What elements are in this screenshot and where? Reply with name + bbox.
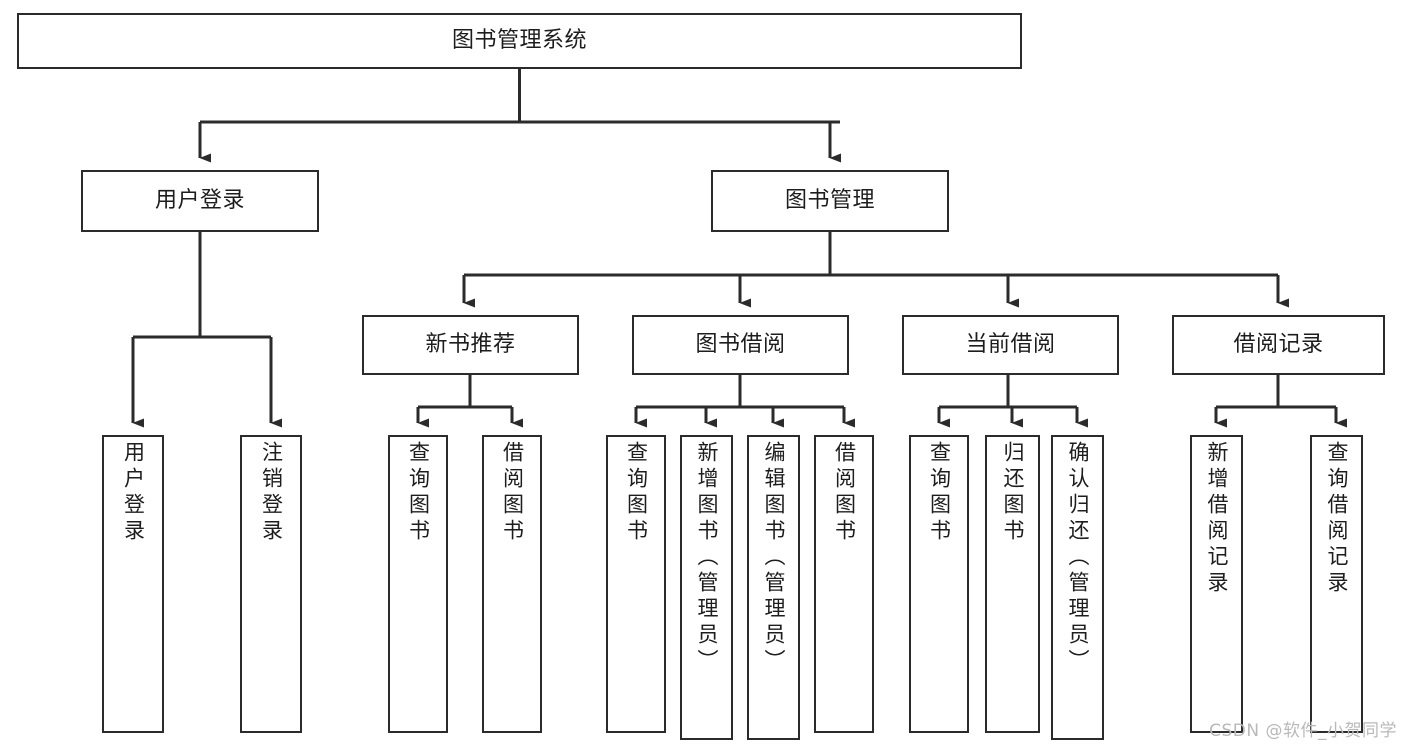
node-root[interactable]: 图书管理系统 — [17, 13, 1022, 69]
node-current-borrow-label: 当前借阅 — [965, 332, 1056, 358]
leaf-newbook-borrow-book-label: 借阅图书 — [500, 441, 525, 545]
node-user-login[interactable]: 用户登录 — [81, 170, 319, 232]
leaf-borrow-add-book-admin[interactable]: 新增图书（管理员） — [680, 435, 733, 740]
leaf-newbook-query-book[interactable]: 查询图书 — [388, 435, 448, 733]
leaf-user-logout-label: 注销登录 — [259, 441, 284, 545]
node-root-label: 图书管理系统 — [451, 28, 587, 54]
leaf-borrow-query-book-label: 查询图书 — [624, 441, 649, 545]
leaf-record-query[interactable]: 查询借阅记录 — [1310, 435, 1363, 733]
leaf-current-return-book-label: 归还图书 — [1001, 441, 1025, 545]
node-book-management[interactable]: 图书管理 — [711, 170, 949, 232]
node-user-login-label: 用户登录 — [154, 188, 245, 214]
leaf-borrow-edit-book-admin[interactable]: 编辑图书（管理员） — [747, 435, 800, 740]
node-borrow-record[interactable]: 借阅记录 — [1172, 315, 1385, 375]
leaf-record-add-label: 新增借阅记录 — [1205, 441, 1229, 597]
leaf-newbook-query-book-label: 查询图书 — [406, 441, 431, 545]
node-book-borrow-label: 图书借阅 — [695, 332, 786, 358]
leaf-current-query-book[interactable]: 查询图书 — [909, 435, 969, 733]
node-borrow-record-label: 借阅记录 — [1233, 332, 1324, 358]
node-new-book-recommend-label: 新书推荐 — [425, 332, 516, 358]
leaf-record-add[interactable]: 新增借阅记录 — [1190, 435, 1243, 733]
leaf-borrow-query-book[interactable]: 查询图书 — [606, 435, 666, 733]
leaf-current-confirm-return-admin[interactable]: 确认归还（管理员） — [1051, 435, 1104, 740]
leaf-current-return-book[interactable]: 归还图书 — [985, 435, 1040, 733]
leaf-user-logout[interactable]: 注销登录 — [240, 435, 302, 733]
leaf-borrow-add-book-admin-label: 新增图书（管理员） — [695, 441, 719, 675]
node-new-book-recommend[interactable]: 新书推荐 — [362, 315, 579, 375]
node-book-management-label: 图书管理 — [784, 188, 875, 214]
leaf-borrow-lend-book-label: 借阅图书 — [832, 441, 857, 545]
watermark-text: CSDN @软件_小贺同学 — [1209, 721, 1397, 741]
leaf-user-login[interactable]: 用户登录 — [102, 435, 164, 733]
node-book-borrow[interactable]: 图书借阅 — [632, 315, 849, 375]
leaf-current-confirm-return-admin-label: 确认归还（管理员） — [1066, 441, 1090, 675]
leaf-user-login-label: 用户登录 — [121, 441, 146, 545]
leaf-record-query-label: 查询借阅记录 — [1325, 441, 1349, 597]
leaf-newbook-borrow-book[interactable]: 借阅图书 — [482, 435, 542, 733]
node-current-borrow[interactable]: 当前借阅 — [902, 315, 1119, 375]
leaf-borrow-edit-book-admin-label: 编辑图书（管理员） — [762, 441, 786, 675]
leaf-current-query-book-label: 查询图书 — [927, 441, 952, 545]
leaf-borrow-lend-book[interactable]: 借阅图书 — [814, 435, 874, 733]
